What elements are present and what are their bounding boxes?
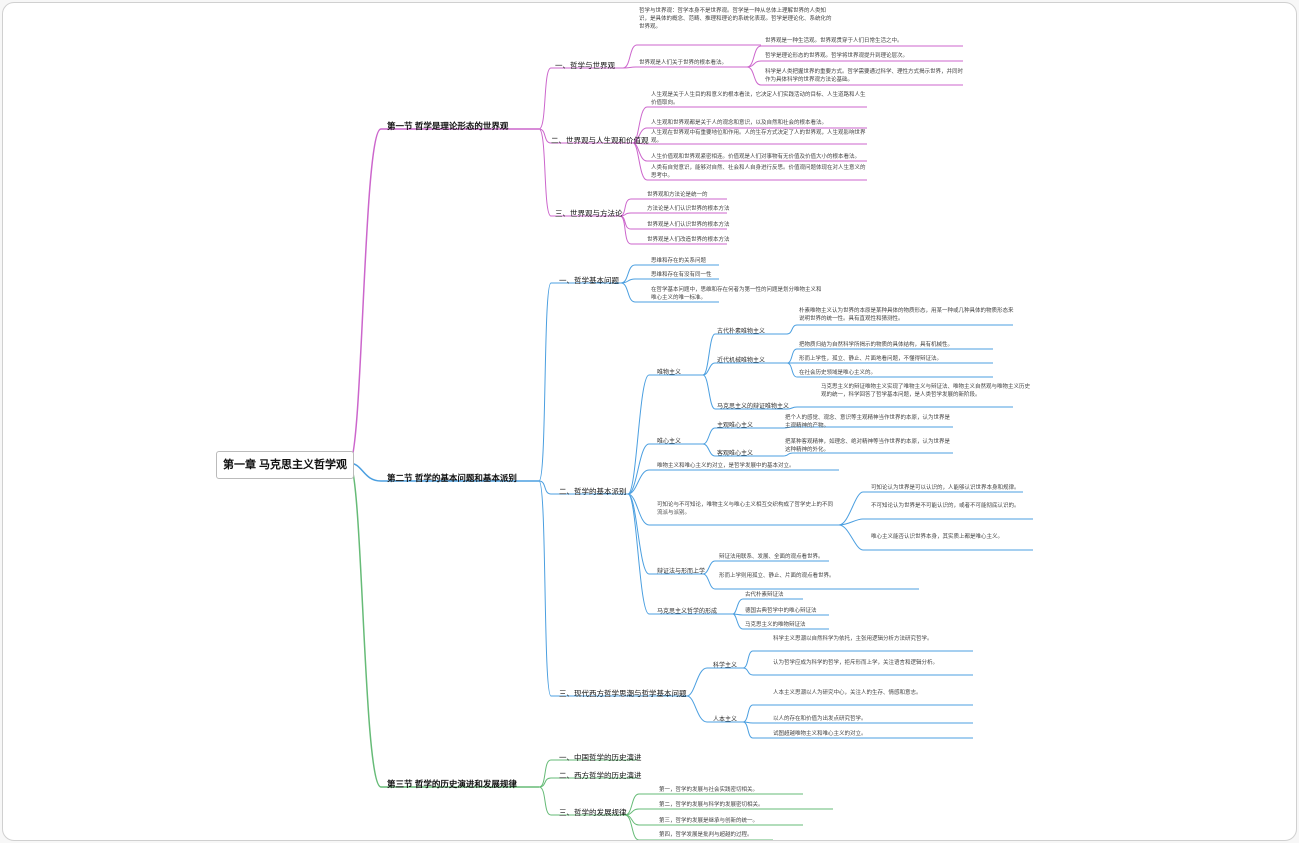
section-2-title[interactable]: 第二节 哲学的基本问题和基本派别 xyxy=(387,473,517,483)
topic-note[interactable]: 世界观是一种生活观。世界观贯穿于人们日常生活之中。 xyxy=(765,38,903,44)
topic-humanism[interactable]: 人本主义 xyxy=(713,717,738,723)
topic-materialism[interactable]: 唯物主义 xyxy=(657,370,682,376)
topic-note[interactable]: 把某种客观精神，如理念、绝对精神等当作世界的本原，认为世界是这种精神的外化。 xyxy=(785,439,951,453)
topic-note[interactable]: 哲学与世界观：哲学本身不是世界观。哲学是一种从总体上理解世界的人类知识，是具体的… xyxy=(639,8,832,30)
topic-note[interactable]: 思维和存在的关系问题 xyxy=(651,258,707,264)
topic-modern-western[interactable]: 三、现代西方哲学思潮与哲学基本问题 xyxy=(559,689,687,698)
topic-note[interactable]: 世界观是人们关于世界的根本看法。 xyxy=(639,60,728,66)
topic-china-history[interactable]: 一、中国哲学的历史演进 xyxy=(559,753,642,762)
topic-note[interactable]: 不可知论认为世界是不可能认识的，或者不可能彻底认识的。 xyxy=(871,503,1020,509)
topic-note[interactable]: 思维和存在有没有同一性 xyxy=(651,272,712,278)
topic-note[interactable]: 人生观是关于人生目的和意义的根本看法，它决定人们实践活动的目标、人生道路和人生价… xyxy=(651,92,866,106)
topic-dialectics[interactable]: 辩证法与形而上学 xyxy=(657,569,706,575)
topic-note[interactable]: 把物质归结为自然科学所揭示的物质的具体结构，具有机械性。 xyxy=(799,342,954,348)
topic-note[interactable]: 第二，哲学的发展与科学的发展密切相关。 xyxy=(659,802,764,808)
topic-note[interactable]: 人生观在世界观中有重要地位和作用。人的生存方式决定了人的世界观，人生观影响世界观… xyxy=(651,130,866,144)
topic-subjective-idealism[interactable]: 主观唯心主义 xyxy=(717,423,754,429)
topic-note[interactable]: 在社会历史领域是唯心主义的。 xyxy=(799,370,877,376)
topic-ancient-materialism[interactable]: 古代朴素唯物主义 xyxy=(717,329,766,335)
topic-note[interactable]: 形而上学性，孤立、静止、片面地看问题，不懂得辩证法。 xyxy=(799,356,943,362)
section-3-title[interactable]: 第三节 哲学的历史演进和发展规律 xyxy=(387,779,517,789)
topic-note[interactable]: 人生观和世界观都是关于人的观念和意识，以及自然和社会的根本看法。 xyxy=(651,120,828,126)
topic-note[interactable]: 可知论与不可知论，唯物主义与唯心主义相互交织构成了哲学史上的不同流派与派别。 xyxy=(657,502,834,516)
topic-worldview-methodology[interactable]: 三、世界观与方法论 xyxy=(555,209,623,218)
topic-mechanical-materialism[interactable]: 近代机械唯物主义 xyxy=(717,358,766,364)
topic-note[interactable]: 唯物主义和唯心主义的对立，是哲学发展中的基本对立。 xyxy=(657,463,795,469)
topic-note[interactable]: 世界观是人们改造世界的根本方法 xyxy=(647,237,730,243)
topic-philosophy-worldview[interactable]: 一、哲学与世界观 xyxy=(555,61,615,70)
topic-note[interactable]: 德国古典哲学中的唯心辩证法 xyxy=(745,608,817,614)
root-topic[interactable]: 第一章 马克思主义哲学观 xyxy=(216,451,354,479)
topic-note[interactable]: 第一，哲学的发展与社会实践密切相关。 xyxy=(659,787,759,793)
topic-note[interactable]: 试图超越唯物主义和唯心主义的对立。 xyxy=(773,731,867,737)
topic-basic-schools[interactable]: 二、哲学的基本派别 xyxy=(559,487,627,496)
topic-worldview-values[interactable]: 二、世界观与人生观和价值观 xyxy=(551,136,649,145)
topic-note[interactable]: 辩证法用联系、发展、全面的观点看世界。 xyxy=(719,554,824,560)
topic-west-history[interactable]: 二、西方哲学的历史演进 xyxy=(559,771,642,780)
topic-development-law[interactable]: 三、哲学的发展规律 xyxy=(559,808,627,817)
topic-note[interactable]: 形而上学则用孤立、静止、片面的观点看世界。 xyxy=(719,573,835,579)
topic-note[interactable]: 朴素唯物主义认为世界的本原是某种具体的物质形态，用某一种或几种具体的物质形态来说… xyxy=(799,308,1014,322)
topic-note[interactable]: 马克思主义的辩证唯物主义实现了唯物主义与辩证法、唯物主义自然观与唯物主义历史观的… xyxy=(821,384,1031,398)
topic-note[interactable]: 人生价值观和世界观紧密相连。价值观是人们对事物有无价值及价值大小的根本看法。 xyxy=(651,154,861,160)
topic-note[interactable]: 方法论是人们认识世界的根本方法 xyxy=(647,206,730,212)
topic-note[interactable]: 科学主义思潮以自然科学为依托，主张用逻辑分析方法研究哲学。 xyxy=(773,636,933,642)
topic-note[interactable]: 世界观和方法论是统一的 xyxy=(647,192,708,198)
topic-note[interactable]: 科学是人类把握世界的重要方式。哲学需要通过科学、理性方式揭示世界，并同时作为具体… xyxy=(765,69,964,83)
connector-lines xyxy=(348,44,1033,840)
topic-note[interactable]: 人本主义思潮以人为研究中心，关注人的生存、情感和意志。 xyxy=(773,690,922,696)
topic-scientism[interactable]: 科学主义 xyxy=(713,663,738,669)
topic-note[interactable]: 第三，哲学的发展是继承与创新的统一。 xyxy=(659,818,759,824)
topic-note[interactable]: 世界观是人们认识世界的根本方法 xyxy=(647,222,730,228)
topic-dialectical-materialism[interactable]: 马克思主义的辩证唯物主义 xyxy=(717,404,790,410)
topic-note[interactable]: 人类有自觉意识，能够对自然、社会和人自身进行反思。价值观问题体现在对人生意义的思… xyxy=(651,165,866,179)
topic-note[interactable]: 把个人的感觉、观念、意识等主观精神当作世界的本原，认为世界是主观精神的产物。 xyxy=(785,415,951,429)
topic-note[interactable]: 哲学是理论形态的世界观。哲学将世界观提升到理论层次。 xyxy=(765,53,909,59)
topic-basic-question[interactable]: 一、哲学基本问题 xyxy=(559,276,619,285)
topic-note[interactable]: 可知论认为世界是可以认识的，人能够认识世界本身和规律。 xyxy=(871,485,1020,491)
topic-note[interactable]: 以人的存在和价值为出发点研究哲学。 xyxy=(773,716,867,722)
topic-marxist-formation[interactable]: 马克思主义哲学的形成 xyxy=(657,609,718,615)
topic-note[interactable]: 古代朴素辩证法 xyxy=(745,592,784,598)
topic-idealism[interactable]: 唯心主义 xyxy=(657,439,682,445)
topic-note[interactable]: 在哲学基本问题中，思维和存在何者为第一性的问题是划分唯物主义和唯心主义的唯一标准… xyxy=(651,287,822,301)
topic-note[interactable]: 第四，哲学发展是批判与超越的过程。 xyxy=(659,832,753,838)
topic-note[interactable]: 唯心主义能否认识世界本身，其实质上都是唯心主义。 xyxy=(871,534,1004,540)
topic-note[interactable]: 马克思主义的唯物辩证法 xyxy=(745,622,806,628)
section-1-title[interactable]: 第一节 哲学是理论形态的世界观 xyxy=(387,121,509,131)
topic-note[interactable]: 认为哲学应成为科学的哲学，拒斥形而上学，关注语言和逻辑分析。 xyxy=(773,660,939,666)
topic-objective-idealism[interactable]: 客观唯心主义 xyxy=(717,451,754,457)
